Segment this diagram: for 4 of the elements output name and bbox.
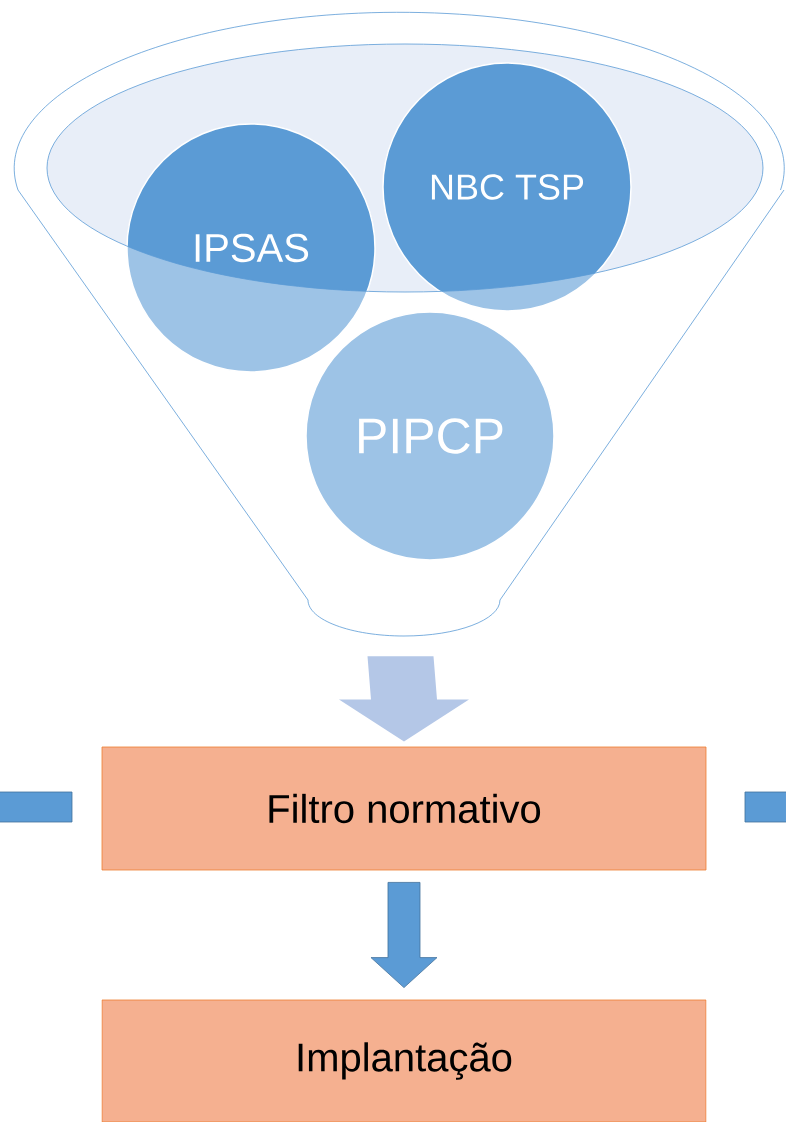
process-box: Implantação [101, 999, 707, 1122]
block-arrow [339, 656, 469, 742]
block-arrow [370, 882, 438, 988]
process-box: Filtro normativo [101, 746, 707, 871]
